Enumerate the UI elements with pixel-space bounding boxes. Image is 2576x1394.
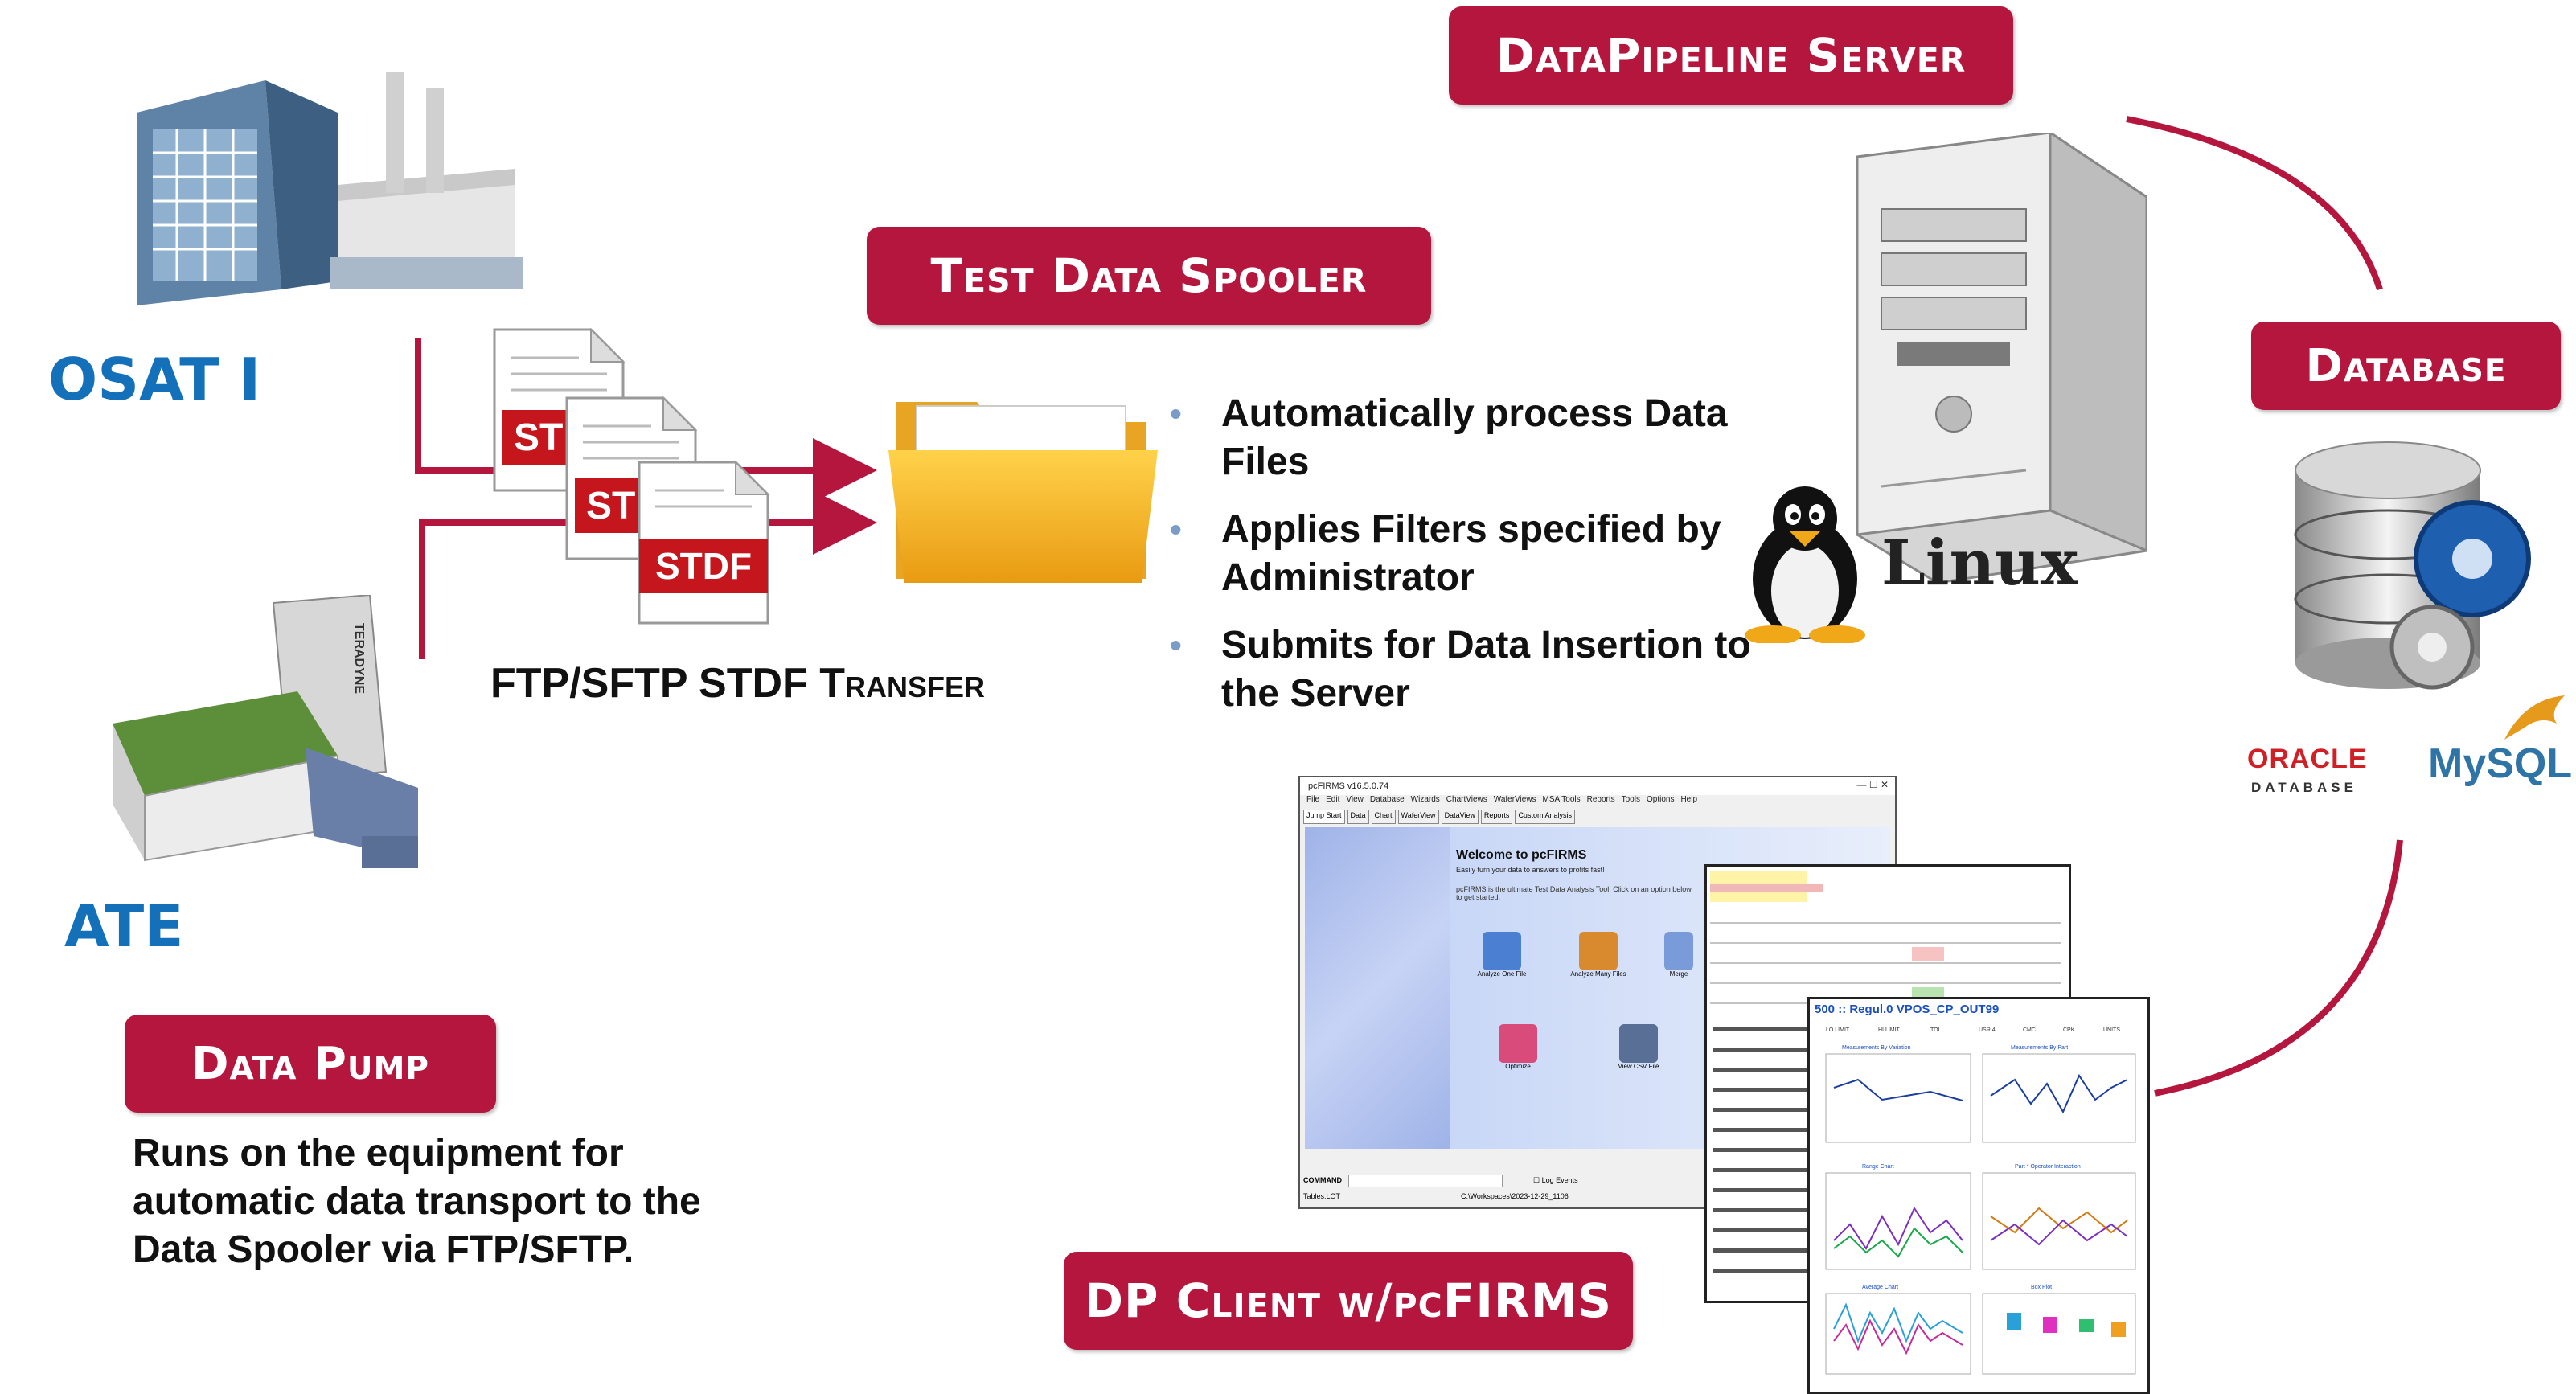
oracle-logo: ORACLE	[2247, 744, 2368, 774]
tab-strip: Jump Start Data Chart WaferView DataView…	[1303, 810, 1575, 824]
stdf-badge: STDF	[639, 539, 768, 593]
stat-header: CMC	[2023, 1027, 2036, 1033]
menu-item[interactable]: View	[1346, 795, 1364, 804]
stat-header: USR 4	[1979, 1027, 1996, 1033]
mosaic-banner	[1305, 827, 1450, 1149]
menu-item[interactable]: Reports	[1586, 795, 1615, 804]
menu-item[interactable]: File	[1306, 795, 1320, 804]
tab-data[interactable]: Data	[1347, 810, 1369, 824]
menu-item[interactable]: Options	[1646, 795, 1675, 804]
osat-label: OSAT I	[48, 346, 261, 413]
tab-chart[interactable]: Chart	[1371, 810, 1396, 824]
csv-file-icon	[1619, 1024, 1658, 1063]
tab-jump-start[interactable]: Jump Start	[1303, 810, 1345, 824]
tab-waferview[interactable]: WaferView	[1397, 810, 1439, 824]
database-to-client-arc	[2154, 839, 2403, 1097]
mysql-logo: MySQL	[2428, 740, 2573, 787]
database-box: Database	[2251, 322, 2561, 410]
chart-title: Part * Operator Interaction	[2015, 1164, 2081, 1170]
stat-header: TOL	[1930, 1027, 1942, 1033]
chart-icon	[1483, 932, 1521, 970]
tool-analyze-one[interactable]: Analyze One File	[1474, 932, 1530, 978]
data-pump-box: Data Pump	[125, 1015, 496, 1113]
command-label: COMMAND	[1303, 1176, 1342, 1184]
menu-item[interactable]: WaferViews	[1493, 795, 1536, 804]
menu-item[interactable]: Edit	[1326, 795, 1340, 804]
tool-analyze-many[interactable]: Analyze Many Files	[1566, 932, 1631, 978]
chart-title: Measurements By Variation	[1842, 1045, 1911, 1051]
report-charts: LO LIMIT HI LIMIT TOL USR 4 CMC CPK UNIT…	[1825, 1027, 2136, 1375]
welcome-intro: pcFIRMS is the ultimate Test Data Analys…	[1456, 885, 1692, 901]
welcome-heading: Welcome to pcFIRMS	[1456, 848, 1587, 862]
welcome-tagline: Easily turn your data to answers to prof…	[1456, 866, 1605, 874]
tab-custom-analysis[interactable]: Custom Analysis	[1515, 810, 1575, 824]
menu-item[interactable]: Tools	[1621, 795, 1640, 804]
menu-item[interactable]: MSA Tools	[1542, 795, 1581, 804]
spooler-bullet-item: •Automatically process Data Files	[1170, 390, 1797, 486]
optimize-icon	[1499, 1024, 1537, 1063]
database-gears-icon	[2294, 441, 2531, 690]
chart-title: Range Chart	[1862, 1164, 1894, 1170]
menu-item[interactable]: Database	[1369, 795, 1405, 804]
report-sheet: 500 :: Regul.0 VPOS_CP_OUT99 LO LIMIT HI…	[1807, 997, 2150, 1394]
status-left: Tables:LOT	[1303, 1192, 1341, 1200]
window-title: pcFIRMS v16.5.0.74	[1300, 777, 1895, 795]
tab-dataview[interactable]: DataView	[1441, 810, 1479, 824]
menu-item[interactable]: Help	[1680, 795, 1698, 804]
stat-header: LO LIMIT	[1826, 1027, 1850, 1033]
teradyne-logo: TERADYNE	[352, 623, 366, 695]
spooler-bullet-list: •Automatically process Data Files •Appli…	[1170, 390, 1797, 737]
chart-title: Average Chart	[1862, 1285, 1898, 1290]
tab-reports[interactable]: Reports	[1480, 810, 1513, 824]
menu-bar: File Edit View Database Wizards ChartVie…	[1300, 795, 1895, 810]
spooler-bullet-item: •Submits for Data Insertion to the Serve…	[1170, 621, 1797, 718]
data-pump-description: Runs on the equipment for automatic data…	[133, 1132, 701, 1271]
transfer-caption: FTP/SFTP STDF Transfer	[490, 660, 986, 707]
stdf-document-3: STDF	[635, 458, 772, 631]
menu-item[interactable]: ChartViews	[1446, 795, 1487, 804]
window-controls[interactable]: — ☐ ✕	[1856, 779, 1889, 790]
folder-icon	[888, 402, 1158, 583]
server-tower-icon	[1856, 133, 2147, 583]
tool-merge[interactable]: Merge	[1663, 932, 1695, 978]
bullet-icon: •	[1170, 626, 1182, 664]
stat-header: HI LIMIT	[1878, 1027, 1901, 1033]
chart-title: Measurements By Part	[2011, 1045, 2068, 1051]
factory-building-icon	[137, 72, 523, 305]
dolphin-icon	[2504, 695, 2565, 740]
stat-header: CPK	[2063, 1027, 2075, 1033]
tool-optimize[interactable]: Optimize	[1490, 1024, 1546, 1070]
linux-label: Linux	[1881, 527, 2078, 600]
spooler-bullet-item: •Applies Filters specified by Administra…	[1170, 506, 1797, 602]
bullet-icon: •	[1170, 395, 1182, 433]
menu-item[interactable]: Wizards	[1410, 795, 1440, 804]
linux-penguin-icon	[1745, 486, 1865, 643]
server-to-database-arc	[2126, 116, 2383, 291]
datapipeline-server-box: DataPipeline Server	[1449, 6, 2013, 105]
chart-title: Box Plot	[2031, 1285, 2052, 1290]
test-data-spooler-box: Test Data Spooler	[867, 227, 1431, 325]
stat-header: UNITS	[2103, 1027, 2120, 1033]
dp-client-box: DP Client w/pcFIRMS	[1064, 1252, 1633, 1350]
log-events-checkbox[interactable]: ☐ Log Events	[1533, 1176, 1578, 1184]
merge-icon	[1664, 932, 1693, 970]
status-path: C:\Workspaces\2023-12-29_1106	[1461, 1192, 1569, 1200]
table-lines-icon	[1710, 871, 2061, 1273]
report-title: 500 :: Regul.0 VPOS_CP_OUT99	[1815, 1002, 2000, 1016]
bullet-icon: •	[1170, 510, 1182, 548]
ate-tester-icon	[113, 595, 418, 868]
ate-label: ATE	[64, 892, 184, 960]
oracle-database-logo: DATABASE	[2251, 780, 2357, 795]
command-input[interactable]	[1348, 1175, 1503, 1187]
tool-view-csv[interactable]: View CSV File	[1610, 1024, 1667, 1070]
chart-icon	[1579, 932, 1618, 970]
